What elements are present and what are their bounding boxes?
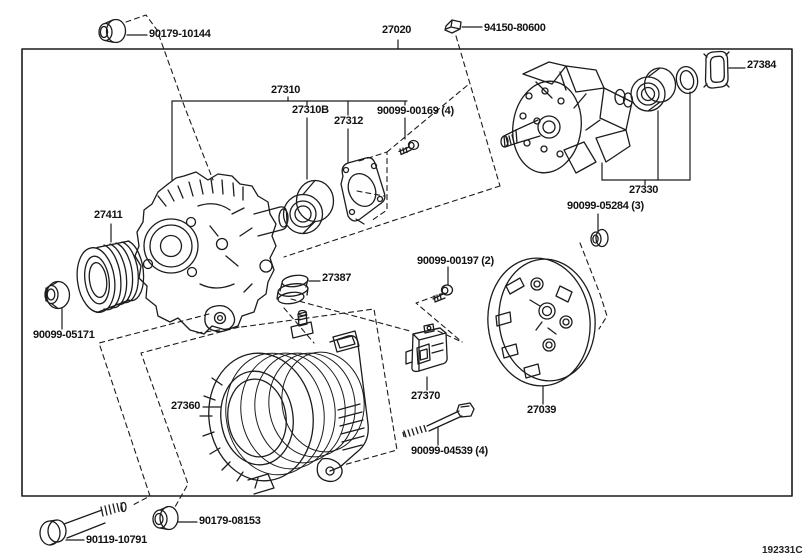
part-drawing-cap-nut-90179-10144	[99, 20, 126, 43]
part-drawing-front-housing-27310	[135, 172, 288, 334]
callout-27310[interactable]: 27310	[271, 84, 301, 96]
part-drawing-nut-90099-05284	[591, 230, 608, 247]
callout-27330[interactable]: 27330	[629, 184, 659, 196]
callout-27384[interactable]: 27384	[747, 59, 777, 71]
part-drawing-brush-cover-27387	[277, 274, 309, 306]
leader-lines	[62, 27, 745, 540]
drawing-code: 192331C	[762, 545, 803, 556]
part-drawing-rear-cover-27039	[482, 253, 602, 391]
diagram-border	[22, 49, 792, 496]
callout-90099-05171[interactable]: 90099-05171	[33, 329, 95, 341]
callout-27039[interactable]: 27039	[527, 404, 557, 416]
callout-90179-10144[interactable]: 90179-10144	[149, 28, 211, 40]
part-drawing-rotor-bearing	[631, 68, 676, 111]
part-drawing-rotor-27330	[501, 62, 633, 177]
assembly-dashed-lines	[99, 15, 607, 507]
part-drawing-nut-90099-05171	[45, 282, 70, 309]
callout-27411[interactable]: 27411	[94, 209, 123, 221]
part-drawing-stator-27360	[200, 311, 371, 495]
part-drawing-bearing-27310b	[284, 181, 334, 234]
callout-90099-05284[interactable]: 90099-05284 (3)	[567, 200, 644, 212]
callout-90119-10791[interactable]: 90119-10791	[86, 534, 147, 546]
part-drawing-bolt-90099-00197	[433, 285, 453, 302]
part-drawing-clip-94150-80600	[445, 20, 461, 33]
part-drawing-retainer-plate-27312	[341, 158, 385, 224]
callout-27360[interactable]: 27360	[171, 400, 201, 412]
part-drawing-pulley-27411	[73, 241, 143, 315]
callout-27020[interactable]: 27020	[382, 24, 412, 36]
part-drawing-retainer-27384	[704, 51, 729, 88]
part-drawing-washer-ring	[674, 65, 700, 96]
callout-94150-80600[interactable]: 94150-80600	[484, 22, 546, 34]
callout-90179-08153[interactable]: 90179-08153	[199, 515, 261, 527]
callout-27312[interactable]: 27312	[334, 115, 364, 127]
part-drawing-regulator-27370	[406, 324, 447, 371]
part-drawing-bolt-90119-10791	[40, 503, 126, 546]
callout-90099-04539[interactable]: 90099-04539 (4)	[411, 445, 488, 457]
part-drawing-bolt-90099-04539	[403, 403, 474, 437]
part-drawing-bolt-90099-00169	[399, 141, 419, 155]
callout-27370[interactable]: 27370	[411, 390, 441, 402]
callout-90099-00197[interactable]: 90099-00197 (2)	[417, 255, 494, 267]
callout-90099-00169[interactable]: 90099-00169 (4)	[377, 105, 454, 117]
callout-27310b[interactable]: 27310B	[292, 104, 329, 116]
part-drawing-nut-90179-08153	[153, 507, 178, 530]
callout-27387[interactable]: 27387	[322, 272, 352, 284]
